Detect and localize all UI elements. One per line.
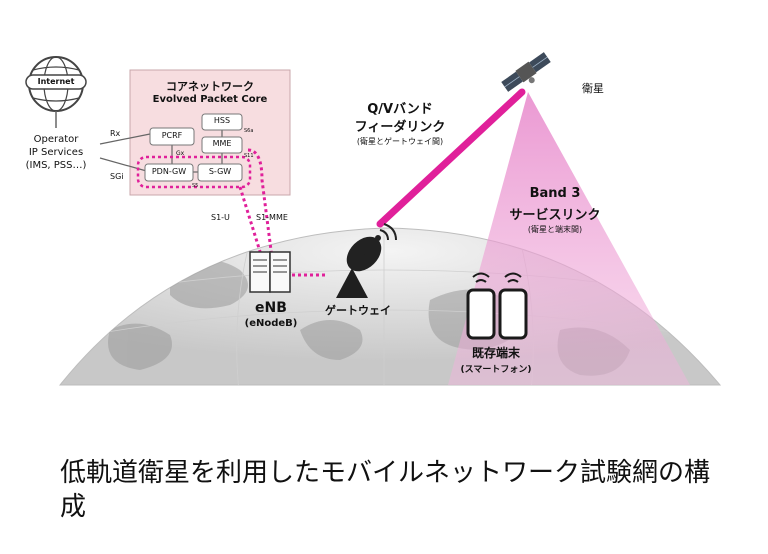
- hss-label: HSS: [213, 116, 231, 125]
- s1-u-dotted-link: [238, 186, 264, 259]
- sgi-label: SGi: [110, 172, 124, 181]
- gateway-dish-icon: [336, 223, 397, 298]
- service-title2: サービスリンク: [509, 208, 601, 223]
- service-subtitle: (衛星と端末間): [527, 225, 583, 234]
- pcrf-label: PCRF: [161, 131, 183, 140]
- feeder-link-beam: [376, 88, 526, 228]
- terminal-sublabel: (スマートフォン): [460, 365, 532, 375]
- enb-label: eNB: [255, 300, 287, 316]
- s1-mme-dotted-link: [247, 148, 274, 259]
- feeder-subtitle: (衛星とゲートウェイ間): [356, 137, 444, 146]
- s5-label: S5: [192, 183, 199, 189]
- pdn-gw-label: PDN-GW: [151, 167, 187, 176]
- core-title-jp: コアネットワーク: [166, 80, 254, 93]
- mme-node: [201, 136, 243, 154]
- epc-gateway-dotted-frame: [136, 155, 252, 189]
- s1-u-label: S1-U: [211, 213, 230, 222]
- enb-server-icon: [249, 251, 291, 293]
- core-title-en: Evolved Packet Core: [152, 94, 268, 105]
- operator-line3: (IMS, PSS…): [25, 160, 87, 171]
- core-nodes: [144, 113, 243, 182]
- internet-label: Internet: [37, 77, 75, 86]
- mme-label: MME: [212, 139, 232, 148]
- enb-sublabel: (eNodeB): [244, 318, 298, 329]
- satellite-label: 衛星: [582, 82, 604, 95]
- smartphone-icons: [466, 272, 528, 340]
- hss-node: [201, 113, 243, 131]
- pcrf-node: [149, 127, 195, 146]
- gateway-label: ゲートウェイ: [325, 304, 391, 317]
- feeder-title2: フィーダリンク: [354, 120, 446, 135]
- rx-label: Rx: [110, 129, 121, 138]
- operator-line1: Operator: [33, 134, 79, 145]
- feeder-title1: Q/Vバンド: [367, 102, 433, 117]
- service-title1: Band 3: [529, 186, 581, 201]
- operator-line2: IP Services: [28, 147, 84, 158]
- s1-mme-label: S1-MME: [256, 213, 288, 222]
- pdn-gw-node: [144, 163, 194, 182]
- satellite-icon: [501, 52, 551, 92]
- internet-globe-icon: [25, 56, 87, 112]
- gx-label: Gx: [176, 150, 185, 157]
- figure-caption: 低軌道衛星を利用したモバイルネットワーク試験網の構成: [60, 458, 711, 522]
- network-diagram: [25, 52, 722, 386]
- s-gw-label: S-GW: [208, 167, 232, 176]
- s-gw-node: [197, 163, 243, 182]
- terminal-label: 既存端末: [471, 346, 520, 360]
- s6a-label: S6a: [244, 128, 254, 134]
- s11-label: S11: [244, 153, 254, 159]
